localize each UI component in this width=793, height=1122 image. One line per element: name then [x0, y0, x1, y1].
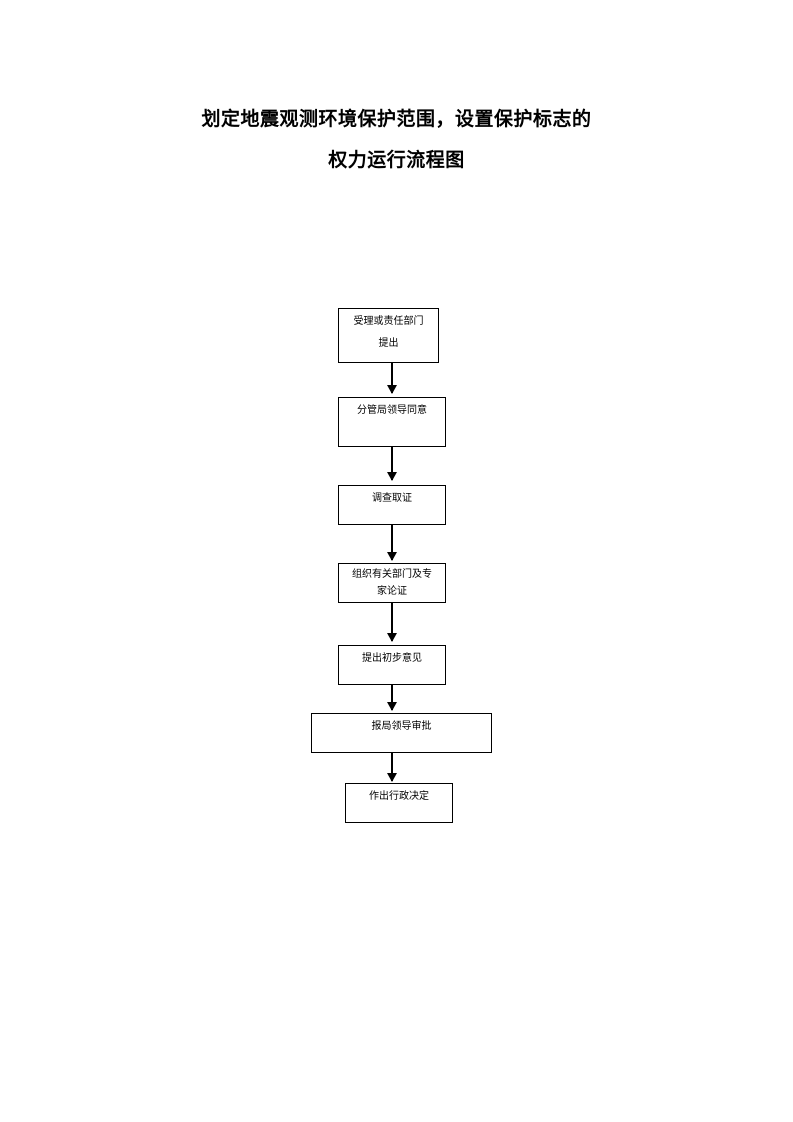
flow-arrow-5	[387, 685, 397, 711]
flow-step-4: 组织有关部门及专 家论证	[338, 563, 446, 603]
flow-step-6: 报局领导审批	[311, 713, 492, 753]
flow-step-3: 调查取证	[338, 485, 446, 525]
flow-arrow-6	[387, 753, 397, 782]
flow-step-2-line-1: 分管局领导同意	[357, 405, 427, 416]
flow-step-1-line-2: 提出	[378, 338, 399, 349]
flow-arrow-2	[387, 447, 397, 481]
flow-step-5: 提出初步意见	[338, 645, 446, 685]
page-title-line-1: 划定地震观测环境保护范围，设置保护标志的	[201, 108, 592, 130]
flow-step-7: 作出行政决定	[345, 783, 453, 823]
flow-step-7-line-1: 作出行政决定	[369, 791, 429, 802]
flow-step-4-line-2: 家论证	[377, 586, 407, 597]
flow-step-1: 受理或责任部门 提出	[338, 308, 439, 363]
flow-arrow-3	[387, 525, 397, 561]
flow-arrow-4	[387, 603, 397, 642]
flow-step-5-line-1: 提出初步意见	[362, 653, 422, 664]
flow-step-2: 分管局领导同意	[338, 397, 446, 447]
flow-arrow-1	[387, 363, 397, 394]
page-title-line-2: 权力运行流程图	[328, 149, 465, 171]
flow-step-6-line-1: 报局领导审批	[371, 721, 432, 732]
flow-step-3-line-1: 调查取证	[372, 493, 412, 504]
flow-step-1-line-1: 受理或责任部门	[353, 316, 424, 327]
flow-step-4-line-1: 组织有关部门及专	[352, 569, 432, 580]
